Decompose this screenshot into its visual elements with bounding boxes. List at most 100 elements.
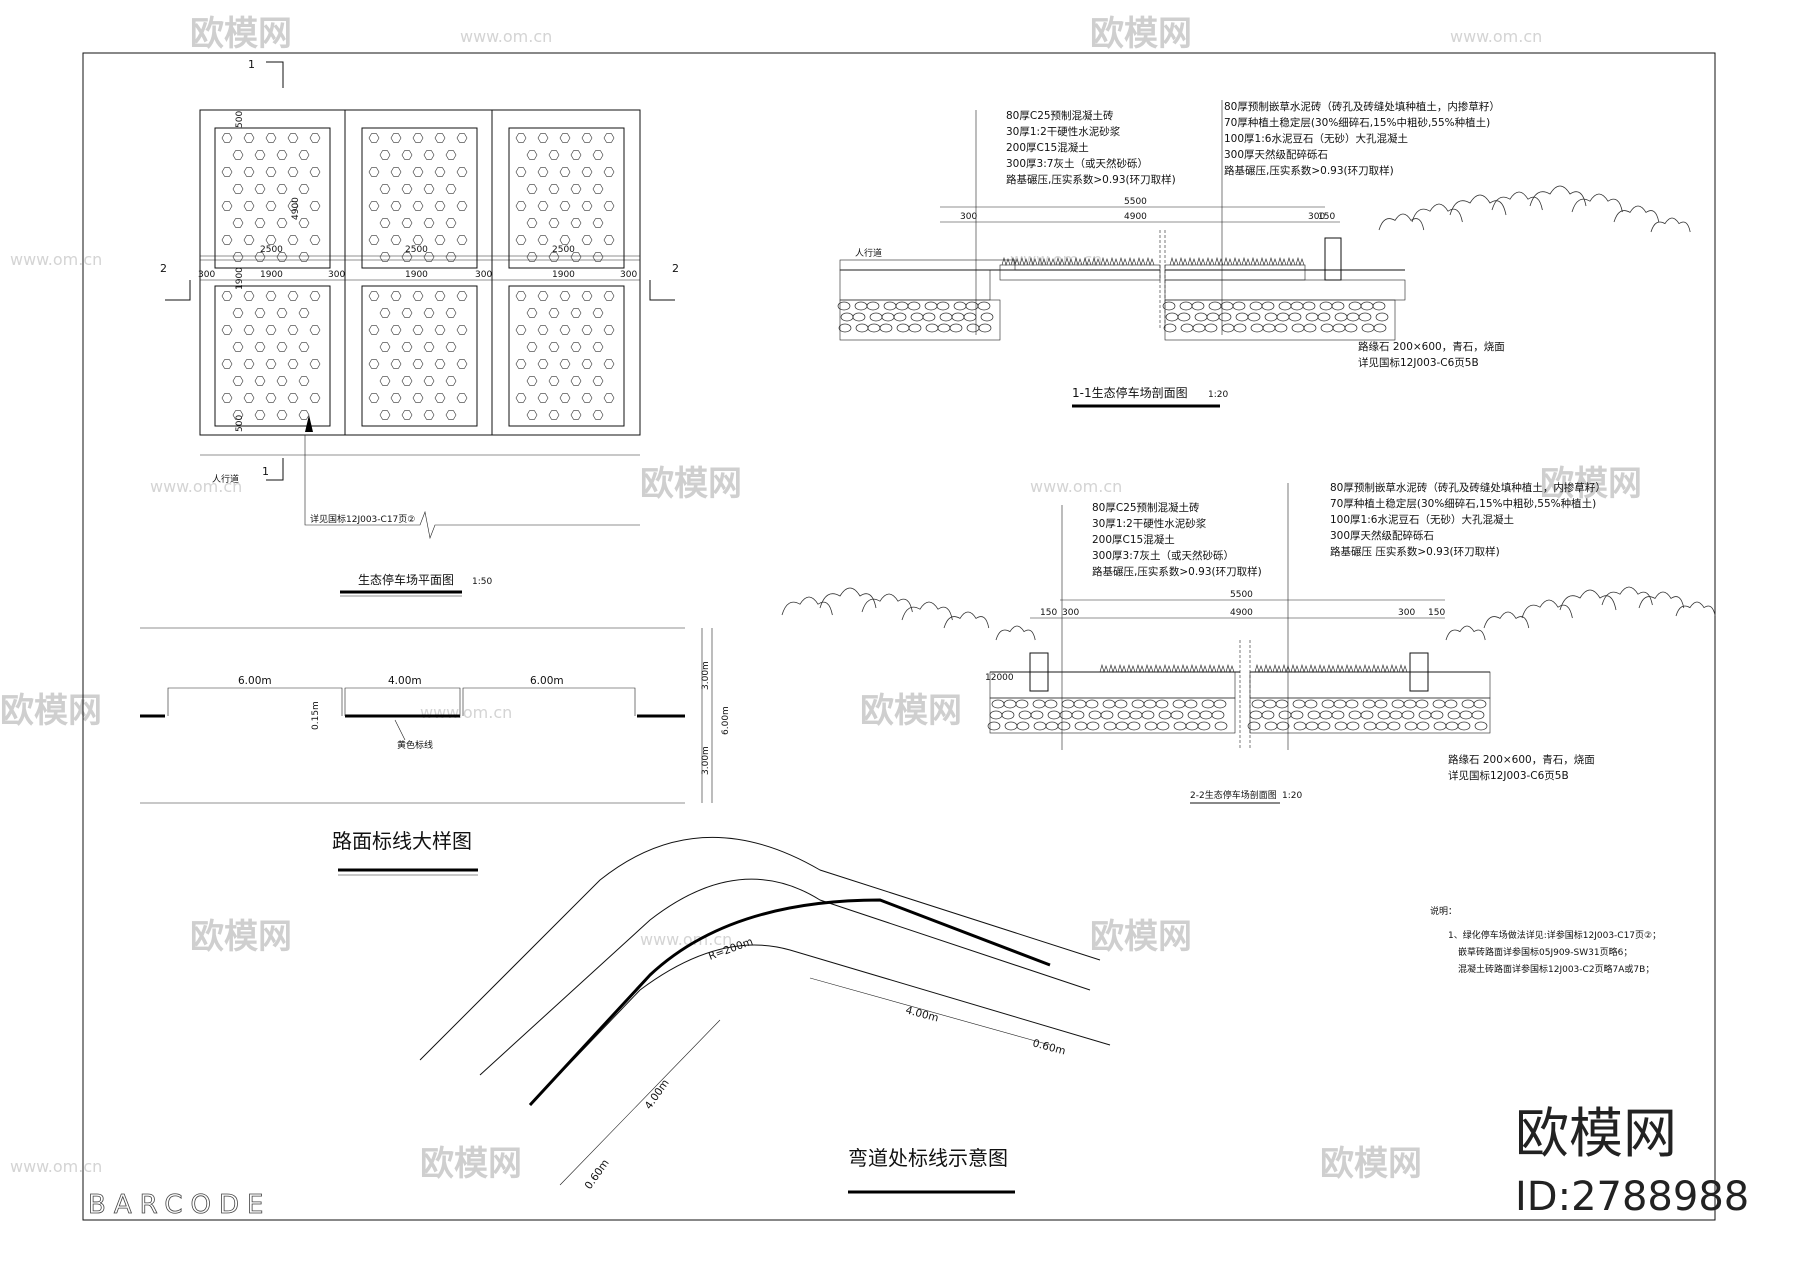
hex-paver-mark — [526, 218, 538, 228]
stone-mark — [966, 323, 980, 333]
hex-paver-mark — [401, 218, 413, 228]
layer-label: 80厚C25预制混凝土砖 — [1092, 501, 1200, 514]
stone-mark — [1360, 301, 1374, 311]
stone-mark — [1444, 699, 1458, 709]
stone-mark — [1430, 710, 1444, 720]
hex-paver-mark — [434, 291, 446, 301]
hex-paver-mark — [287, 393, 299, 403]
stone-mark — [1457, 721, 1471, 731]
hex-paver-mark — [298, 184, 310, 194]
stone-mark — [1276, 721, 1290, 731]
hex-paver-mark — [309, 201, 321, 211]
curb-stone — [1029, 652, 1049, 692]
stone-mark — [1071, 710, 1085, 720]
hex-paver-mark — [287, 133, 299, 143]
stone-mark — [1375, 312, 1389, 322]
section-2-2: 5500 4900 150 300 300 150 12000 80厚C25预制… — [781, 481, 1716, 804]
hex-paver-mark — [309, 393, 321, 403]
hex-paver-mark — [265, 235, 277, 245]
hex-paver-mark — [592, 308, 604, 318]
dim-label: 1900 — [552, 270, 575, 280]
stone-mark — [1291, 323, 1305, 333]
grass-tuft-icon — [1286, 256, 1296, 267]
hex-paver-mark — [276, 410, 288, 420]
grass-tuft-icon — [1326, 663, 1336, 674]
dim-label: 300 — [620, 270, 637, 280]
curb-stone — [1324, 237, 1342, 281]
stone-mark — [1047, 710, 1061, 720]
hex-paver-mark — [581, 291, 593, 301]
hex-paver-mark — [515, 393, 527, 403]
hex-paver-mark — [243, 359, 255, 369]
grass-tuft-icon — [1178, 256, 1188, 267]
dim-label: 1900 — [260, 270, 283, 280]
hex-paver-mark — [298, 218, 310, 228]
hex-paver-mark — [592, 342, 604, 352]
hex-paver-mark — [570, 252, 582, 262]
dim-label: 6.00m — [530, 675, 564, 687]
stone-mark — [855, 323, 869, 333]
grass-tuft-icon — [1263, 663, 1273, 674]
stone-mark — [991, 699, 1005, 709]
stone-mark — [1418, 710, 1432, 720]
stone-mark — [1102, 699, 1116, 709]
stone-mark — [1191, 301, 1205, 311]
hex-paver-mark — [412, 291, 424, 301]
dim-label: 4.00m — [904, 1004, 940, 1024]
dim-label: 4900 — [291, 197, 301, 220]
grass-tuft-icon — [1205, 256, 1215, 267]
layer-label: 300厚天然级配碎砾石 — [1330, 529, 1434, 542]
walkway-label: 人行道 — [212, 473, 239, 485]
layer-callout-left: 80厚C25预制混凝土砖 30厚1:2干硬性水泥砂浆 200厚C15混凝土 30… — [1006, 109, 1176, 186]
hex-paver-mark — [537, 133, 549, 143]
shrub-icon — [1613, 205, 1660, 223]
paver-cell — [508, 127, 625, 269]
grass-tuft-icon — [1099, 663, 1109, 674]
hex-paver-mark — [445, 308, 457, 318]
watermark-brand-text: 欧模网 — [640, 464, 742, 504]
hex-paver-mark — [526, 252, 538, 262]
hex-paver-mark — [221, 393, 233, 403]
stone-mark — [1345, 699, 1359, 709]
layer-label: 80厚预制嵌草水泥砖（砖孔及砖缝处填种植土，内掺草籽） — [1224, 100, 1500, 113]
grass-tuft-icon — [1073, 256, 1083, 267]
grass-tuft-icon — [1019, 256, 1029, 267]
paver-cell — [508, 285, 625, 427]
stone-mark — [1321, 699, 1335, 709]
hex-paver-mark — [232, 308, 244, 318]
road-marking-detail: 6.00m 4.00m 6.00m 0.15m 黄色标线 3.00m 3.00m… — [140, 627, 731, 876]
stone-mark — [1247, 312, 1261, 322]
stone-mark — [1334, 721, 1348, 731]
hex-paver-mark — [570, 184, 582, 194]
hex-paver-mark — [548, 342, 560, 352]
stone-mark — [1218, 312, 1232, 322]
hex-paver-mark — [276, 376, 288, 386]
hex-paver-mark — [445, 218, 457, 228]
dim-label: 3.00m — [701, 746, 711, 775]
stone-mark — [1276, 312, 1290, 322]
hex-paver-mark — [559, 393, 571, 403]
section-marker-2-right — [649, 280, 675, 301]
stone-mark — [1247, 721, 1261, 731]
stone-mark — [1179, 301, 1193, 311]
hex-paver-mark — [537, 167, 549, 177]
stone-mark — [1115, 721, 1129, 731]
watermark-brand-text: 欧模网 — [1540, 464, 1642, 504]
hex-paver-mark — [515, 235, 527, 245]
paver-cell — [361, 127, 478, 269]
shrub-icon — [1445, 625, 1486, 641]
hex-paver-mark — [243, 167, 255, 177]
stone-mark — [1131, 699, 1145, 709]
section-marker-1-top — [266, 61, 284, 88]
stone-mark — [1163, 323, 1177, 333]
grass-tuft-icon — [1046, 256, 1056, 267]
hex-paver-mark — [423, 410, 435, 420]
grass-tuft-icon — [1389, 663, 1399, 674]
hex-paver-mark — [221, 325, 233, 335]
hex-paver-mark — [390, 235, 402, 245]
section-marker-2-left — [165, 280, 191, 301]
stone-mark — [1471, 710, 1485, 720]
watermark-url-text: www.om.cn — [1030, 477, 1122, 496]
layer-label: 30厚1:2干硬性水泥砂浆 — [1092, 517, 1207, 530]
